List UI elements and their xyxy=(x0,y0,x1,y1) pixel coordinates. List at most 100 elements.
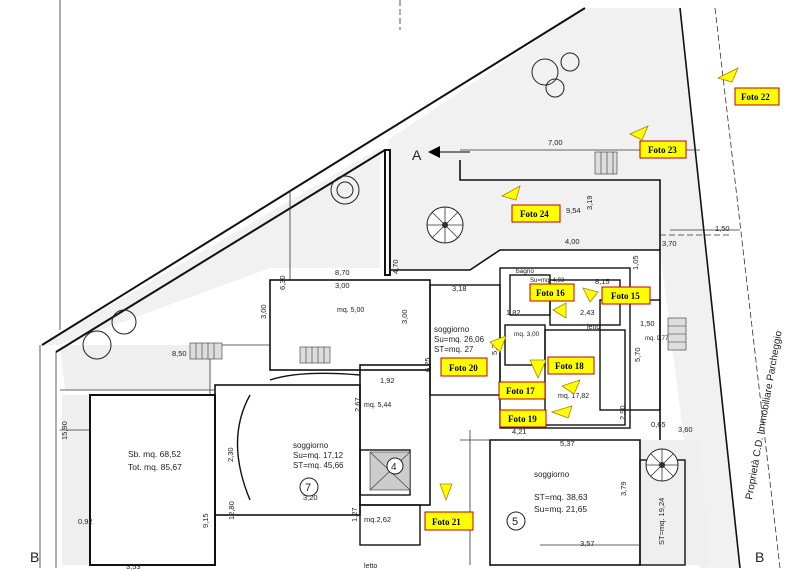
dim-label: 3,60 xyxy=(678,425,693,434)
dim-label: 9,54 xyxy=(566,206,581,215)
camera-arrow-icon xyxy=(439,483,453,502)
dim-label: 7,00 xyxy=(548,138,563,147)
photo-tag-18[interactable]: Foto 18 xyxy=(547,356,595,375)
dimension-labels: 7,00 3,19 4,00 3,70 1,50 8,70 3,00 3,18 … xyxy=(60,138,730,570)
dim-label: 1,82 xyxy=(506,308,521,317)
room-name: soggiorno xyxy=(434,325,470,334)
camera-arrow-icon xyxy=(489,335,507,353)
dim-label: 12,80 xyxy=(227,501,236,520)
dim-label: 3,00 xyxy=(335,281,350,290)
dim-label: 8,15 xyxy=(595,277,610,286)
section-mark-a: A xyxy=(412,146,470,163)
room-name: soggiorno xyxy=(293,441,329,450)
photo-tag-label: Foto 17 xyxy=(506,386,535,396)
room-area: Sb. mq. 68,52 xyxy=(128,449,181,459)
dim-label: 8,70 xyxy=(335,268,350,277)
room-area: mq. 17,82 xyxy=(558,393,589,400)
dim-label: 1,50 xyxy=(640,319,655,328)
room-area: Su=mq. 17,12 xyxy=(293,451,344,460)
unit-marker-5: 5 xyxy=(506,511,526,531)
unit-number: 4 xyxy=(391,462,397,473)
dim-label: 3,20 xyxy=(303,493,318,502)
room-area: mq. 5,44 xyxy=(364,402,391,409)
photo-tag-label: Foto 18 xyxy=(555,361,584,371)
camera-arrow-icon xyxy=(582,287,599,303)
room-area: mq.2,62 xyxy=(364,515,391,524)
camera-arrow-icon xyxy=(529,359,547,379)
dim-label: 3,00 xyxy=(259,304,268,319)
dim-label: 6,30 xyxy=(278,275,287,290)
photo-tag-label: Foto 21 xyxy=(432,517,461,527)
dim-label: 2,90 xyxy=(618,405,627,420)
dim-label: 4,00 xyxy=(565,237,580,246)
dim-label: 1,92 xyxy=(380,376,395,385)
photo-tag-label: Foto 22 xyxy=(741,92,770,102)
photo-tag-22[interactable]: Foto 22 xyxy=(734,87,780,106)
unit-number: 5 xyxy=(512,516,518,528)
room-area: mq. 9,77 xyxy=(645,336,669,342)
property-boundary xyxy=(39,0,781,569)
spiral-stair xyxy=(645,448,679,482)
dim-label: 0,92 xyxy=(78,517,93,526)
photo-tag-label: Foto 24 xyxy=(520,209,549,219)
photo-tag-19[interactable]: Foto 19 xyxy=(499,409,547,428)
camera-arrow-icon xyxy=(716,67,739,83)
dim-label: 4,70 xyxy=(391,259,400,274)
photo-tag-17[interactable]: Foto 17 xyxy=(498,381,546,400)
photo-tag-23[interactable]: Foto 23 xyxy=(639,140,687,159)
room-area: ST=mq. 45,66 xyxy=(293,461,344,470)
dim-label: 3,53 xyxy=(126,562,141,570)
camera-arrow-icon xyxy=(550,405,573,419)
photo-tag-15[interactable]: Foto 15 xyxy=(601,286,651,305)
photo-tag-label: Foto 19 xyxy=(508,414,537,424)
dim-label: 15,90 xyxy=(60,421,69,440)
unit-number: 7 xyxy=(305,482,311,494)
spiral-stair xyxy=(426,206,464,244)
dim-label: 2,30 xyxy=(226,447,235,462)
dim-label: 5,22 xyxy=(490,340,499,355)
dim-label: 3,18 xyxy=(452,284,467,293)
photo-tag-label: Foto 16 xyxy=(536,288,565,298)
dim-label: 3,70 xyxy=(662,239,677,248)
room-area: mq. 3,00 xyxy=(514,331,540,338)
room-name: letto xyxy=(364,563,377,570)
room-area: Tot. mq. 85,67 xyxy=(128,462,182,472)
dim-label: 0,65 xyxy=(651,420,666,429)
room-area: ST=mq. 19,24 xyxy=(657,498,666,545)
room-name: bagno xyxy=(516,268,534,275)
dim-label: 5,70 xyxy=(633,347,642,362)
photo-tag-20[interactable]: Foto 20 xyxy=(440,357,488,377)
room-area: ST=mq. 38,63 xyxy=(534,492,588,502)
dim-label: 1,05 xyxy=(631,255,640,270)
dim-label: 3,19 xyxy=(585,195,594,210)
room-name: letto xyxy=(587,324,600,331)
room-area: mq. 5,00 xyxy=(337,307,364,314)
room-labels: mq. 5,00 mq. 5,44 mq.2,62 mq. 3,00 soggi… xyxy=(128,268,669,570)
dim-label: 1,50 xyxy=(715,224,730,233)
dim-label: 2,67 xyxy=(353,397,362,412)
grating xyxy=(189,151,687,491)
section-label-b-right: B xyxy=(755,549,764,565)
photo-tag-21[interactable]: Foto 21 xyxy=(424,511,474,531)
dim-label: 3,00 xyxy=(400,309,409,324)
dim-label: 9,15 xyxy=(201,513,210,528)
dim-label: 2,43 xyxy=(580,308,595,317)
room-name: soggiorno xyxy=(534,470,570,479)
dim-label: 8,50 xyxy=(172,349,187,358)
camera-arrow-icon xyxy=(552,302,567,319)
dim-label: 4,21 xyxy=(512,427,527,436)
camera-arrow-icon xyxy=(629,125,649,141)
photo-tag-24[interactable]: Foto 24 xyxy=(511,204,561,223)
camera-arrow-icon xyxy=(500,185,521,201)
unit-marker-4: 4 xyxy=(386,457,404,475)
unit-marker-7: 7 xyxy=(299,477,319,497)
photo-tag-16[interactable]: Foto 16 xyxy=(529,283,575,302)
dim-label: 1,27 xyxy=(350,507,359,522)
section-label-b-left: B xyxy=(30,549,39,565)
photo-tag-label: Foto 15 xyxy=(611,291,640,301)
section-label-a: A xyxy=(412,147,422,163)
street-label: Proprietà C.D. Immobiliare Parcheggio xyxy=(744,330,785,501)
room-area: Su=mq. 21,65 xyxy=(534,504,587,514)
photo-tag-label: Foto 20 xyxy=(449,363,478,373)
